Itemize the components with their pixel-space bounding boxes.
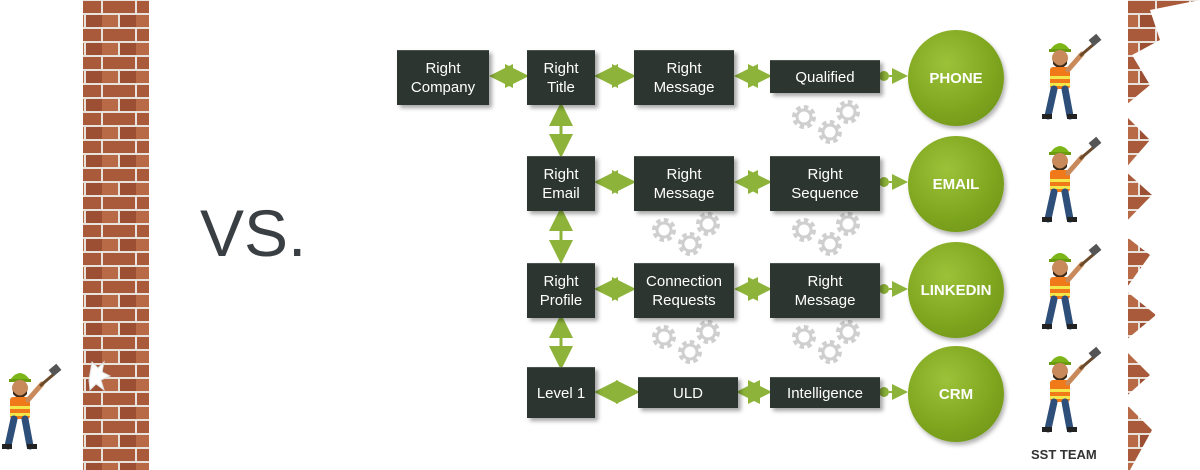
box-right-message-2: Right Message <box>634 156 734 211</box>
gear-icon <box>655 215 717 253</box>
box-label: Qualified <box>795 68 855 86</box>
sst-worker-icon-4 <box>1042 347 1101 432</box>
channel-phone: PHONE <box>908 30 1004 126</box>
box-label: Right Company <box>410 60 476 96</box>
gear-icon <box>795 323 857 361</box>
vs-text: VS. <box>200 196 307 270</box>
sst-worker-icon-1 <box>1042 34 1101 119</box>
gear-icon <box>795 103 857 141</box>
box-label: Right Email <box>542 166 580 202</box>
box-label: Right Sequence <box>791 166 859 202</box>
channel-crm: CRM <box>908 346 1004 442</box>
box-label: Level 1 <box>536 384 586 402</box>
box-connection-requests: Connection Requests <box>634 263 734 318</box>
wall-hole <box>1118 0 1200 470</box>
gear-icon <box>655 323 717 361</box>
gear-icon <box>795 215 857 253</box>
channel-arrows <box>879 68 908 400</box>
box-label: Intelligence <box>787 384 863 402</box>
box-right-company: Right Company <box>397 50 489 105</box>
box-label: Right Profile <box>539 273 583 309</box>
box-right-title: Right Title <box>527 50 595 105</box>
box-qualified: Qualified <box>770 60 880 93</box>
channel-linkedin: LINKEDIN <box>908 242 1004 338</box>
box-right-profile: Right Profile <box>527 263 595 318</box>
sst-worker-icon-3 <box>1042 244 1101 329</box>
box-right-message-1: Right Message <box>634 50 734 105</box>
box-level-1: Level 1 <box>527 367 595 418</box>
left-worker-icon <box>2 364 61 449</box>
box-intelligence: Intelligence <box>770 377 880 408</box>
box-right-message-3: Right Message <box>770 263 880 318</box>
box-label: Right Message <box>653 166 715 202</box>
box-right-email: Right Email <box>527 156 595 211</box>
connector-arrows <box>489 64 772 404</box>
box-uld: ULD <box>638 377 738 408</box>
channel-email: EMAIL <box>908 136 1004 232</box>
impact-burst <box>88 360 112 392</box>
team-label: SST TEAM <box>1031 447 1097 462</box>
box-label: ULD <box>672 384 703 402</box>
box-label: Right Message <box>653 60 715 96</box>
box-label: Right Message <box>794 273 856 309</box>
box-label: Connection Requests <box>646 273 722 309</box>
box-label: Right Title <box>543 60 579 96</box>
box-right-sequence: Right Sequence <box>770 156 880 211</box>
sst-worker-icon-2 <box>1042 137 1101 222</box>
left-brick-wall <box>83 0 149 470</box>
